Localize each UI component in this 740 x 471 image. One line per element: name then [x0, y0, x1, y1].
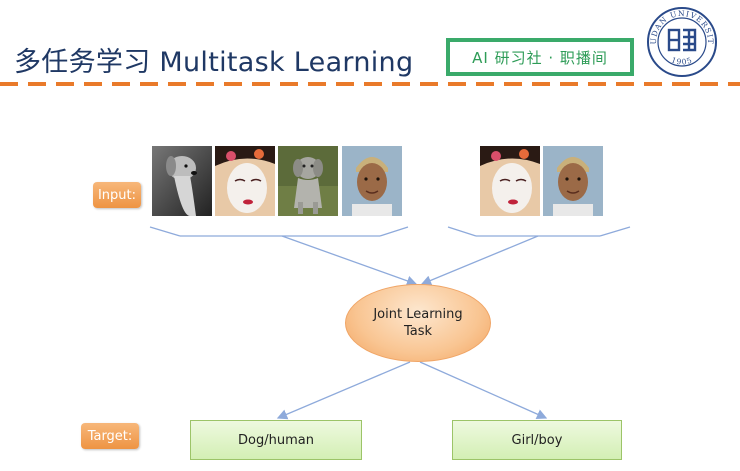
boy-face-photo-right	[543, 146, 603, 216]
arrow-right-to-joint	[420, 235, 539, 286]
dog-photo-grass	[278, 146, 338, 216]
ai-yanxishe-badge: AI 研习社 · 职播间	[446, 38, 634, 76]
dashed-divider	[0, 82, 740, 86]
target-girl-boy: Girl/boy	[452, 420, 622, 460]
page-title: 多任务学习 Multitask Learning	[14, 47, 414, 78]
boy-face-photo	[342, 146, 402, 216]
fudan-university-seal: FUDAN UNIVERSITY 1905	[642, 0, 718, 78]
left-bracket-left-arm	[149, 226, 181, 237]
right-bracket-left-arm	[447, 226, 477, 237]
dog-photo-grayscale	[152, 146, 212, 216]
arrow-left-to-joint	[281, 235, 418, 286]
arrow-joint-to-girl-boy	[419, 361, 548, 420]
input-label-tag: Input:	[93, 182, 141, 208]
svg-text:1905: 1905	[670, 55, 694, 66]
right-bracket-right-arm	[599, 226, 631, 237]
left-bracket-right-arm	[379, 226, 409, 237]
geisha-face-photo	[215, 146, 275, 216]
fudan-seal-logo-icon: FUDAN UNIVERSITY 1905	[642, 0, 717, 77]
geisha-face-photo-right	[480, 146, 540, 216]
seal-year-text: 1905	[670, 55, 693, 66]
target-label-tag: Target:	[81, 423, 139, 449]
joint-learning-task-node: Joint Learning Task	[345, 284, 491, 362]
target-dog-human: Dog/human	[190, 420, 362, 460]
arrow-joint-to-dog-human	[276, 361, 411, 420]
